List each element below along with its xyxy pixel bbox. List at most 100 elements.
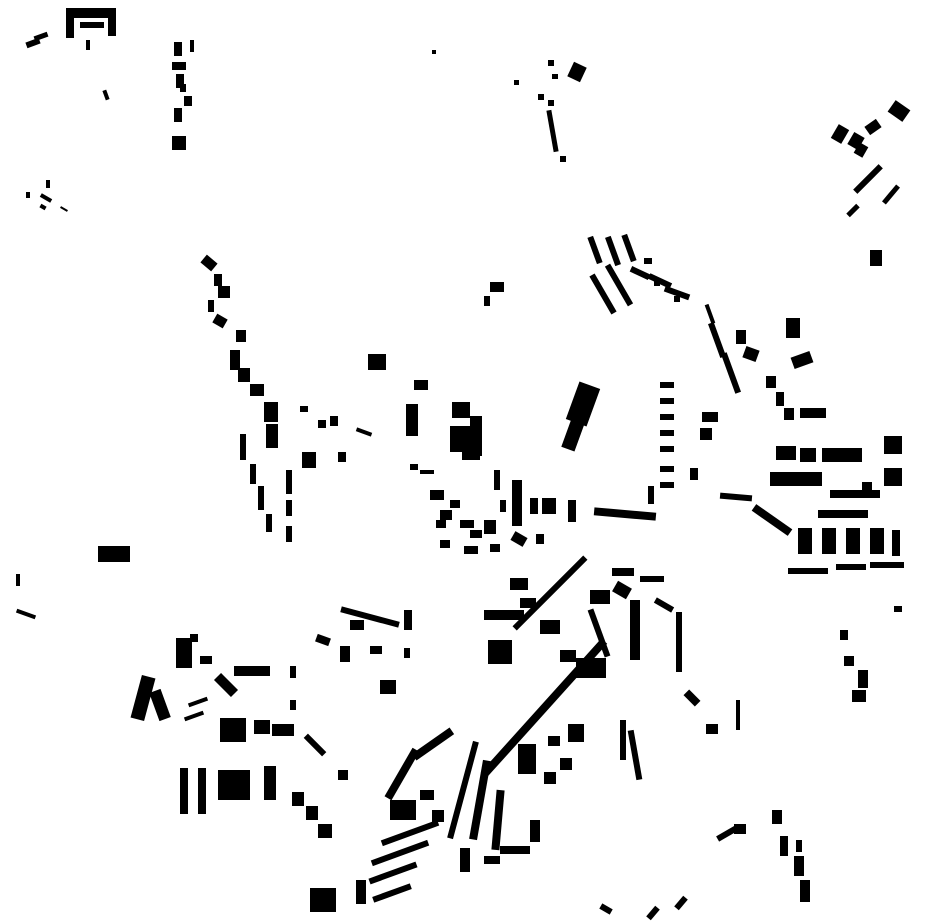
building-footprint <box>720 352 742 394</box>
building-footprint <box>292 792 304 806</box>
building-footprint <box>266 424 278 448</box>
building-footprint <box>772 810 782 824</box>
building-footprint <box>751 504 793 536</box>
building-footprint <box>447 740 479 840</box>
building-footprint <box>653 597 675 613</box>
building-footprint <box>568 500 576 522</box>
building-footprint <box>548 100 554 106</box>
building-footprint <box>404 610 412 630</box>
building-footprint <box>818 510 868 518</box>
building-footprint <box>776 446 796 460</box>
building-footprint <box>60 206 68 212</box>
building-footprint <box>39 193 53 203</box>
building-footprint <box>629 266 651 280</box>
building-footprint <box>190 40 194 52</box>
building-footprint <box>176 74 184 88</box>
building-footprint <box>430 490 444 500</box>
building-footprint <box>776 392 784 406</box>
building-footprint <box>690 468 698 480</box>
building-footprint <box>356 880 366 904</box>
building-footprint <box>184 96 192 106</box>
building-footprint <box>315 633 331 647</box>
building-footprint <box>683 689 701 707</box>
building-footprint <box>800 408 826 418</box>
building-footprint <box>303 733 327 757</box>
building-footprint <box>266 514 272 532</box>
building-footprint <box>790 350 814 370</box>
building-footprint <box>410 464 418 470</box>
building-footprint <box>536 534 544 544</box>
building-footprint <box>590 590 610 604</box>
building-footprint <box>452 402 470 418</box>
building-footprint <box>884 436 902 454</box>
building-footprint <box>870 250 882 266</box>
building-footprint <box>286 500 292 516</box>
building-footprint <box>800 880 810 902</box>
building-footprint <box>660 382 674 388</box>
building-footprint <box>660 482 674 488</box>
building-footprint <box>620 720 626 760</box>
building-footprint <box>411 727 455 761</box>
building-footprint <box>302 452 316 468</box>
building-footprint <box>736 330 746 344</box>
building-footprint <box>719 492 753 502</box>
building-footprint <box>576 658 606 678</box>
building-footprint <box>512 555 588 631</box>
building-footprint <box>420 790 434 800</box>
building-footprint <box>490 544 500 552</box>
building-footprint <box>460 520 474 528</box>
building-footprint <box>218 286 230 298</box>
building-footprint <box>742 345 760 363</box>
building-footprint <box>214 274 222 286</box>
building-footprint <box>384 747 420 801</box>
building-footprint <box>290 700 296 710</box>
building-footprint <box>510 531 528 547</box>
building-footprint <box>330 416 338 426</box>
building-footprint <box>565 381 601 427</box>
building-footprint <box>420 470 434 474</box>
building-footprint <box>380 680 396 694</box>
building-footprint <box>870 562 904 568</box>
building-footprint <box>86 40 90 50</box>
building-footprint <box>621 233 637 263</box>
building-footprint <box>238 368 250 382</box>
building-footprint <box>213 672 239 698</box>
building-footprint <box>706 724 718 734</box>
building-footprint <box>149 688 171 722</box>
building-footprint <box>39 203 47 211</box>
building-footprint <box>98 546 130 562</box>
building-footprint <box>567 61 587 83</box>
building-footprint <box>432 50 436 54</box>
building-footprint <box>627 729 643 781</box>
building-footprint <box>450 426 470 452</box>
building-footprint <box>264 402 278 422</box>
building-footprint <box>183 710 205 722</box>
building-footprint <box>198 768 206 814</box>
building-footprint <box>372 883 412 903</box>
building-footprint <box>593 507 657 521</box>
building-footprint <box>560 156 566 162</box>
building-footprint <box>200 656 212 664</box>
building-footprint <box>530 820 540 842</box>
building-footprint <box>674 895 688 911</box>
building-footprint <box>663 285 691 301</box>
building-footprint <box>704 303 716 325</box>
building-footprint <box>514 80 519 85</box>
building-footprint <box>370 646 382 654</box>
building-footprint <box>212 313 228 329</box>
building-footprint <box>218 770 250 800</box>
building-footprint <box>599 903 613 915</box>
building-footprint <box>568 724 584 742</box>
building-footprint <box>404 648 410 658</box>
building-footprint <box>770 472 822 486</box>
building-footprint <box>26 192 30 198</box>
building-footprint <box>33 31 49 42</box>
building-footprint <box>286 526 292 542</box>
building-footprint <box>520 598 536 608</box>
building-footprint <box>734 824 746 834</box>
building-footprint <box>484 610 524 620</box>
buildings-layer <box>15 8 911 921</box>
building-footprint <box>340 646 350 662</box>
building-footprint <box>840 630 848 640</box>
building-footprint <box>518 744 536 774</box>
